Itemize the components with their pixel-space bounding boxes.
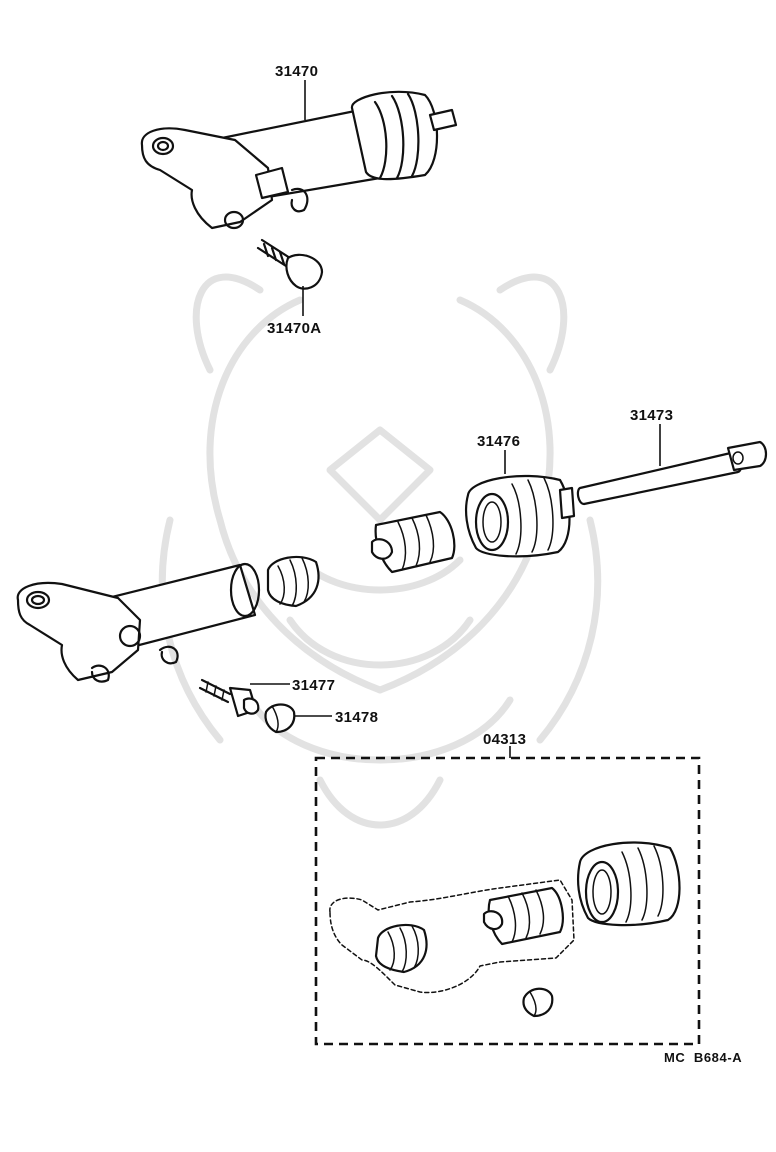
push-rod-part-31473 — [576, 440, 768, 506]
label-31478: 31478 — [335, 709, 378, 726]
label-31473: 31473 — [630, 407, 673, 424]
leader-lines — [250, 80, 661, 758]
cylinder-body-exploded — [16, 562, 261, 683]
cylinder-assembly-top — [140, 90, 458, 290]
drawing-code: MC B684-A — [664, 1050, 742, 1065]
label-04313: 04313 — [483, 731, 526, 748]
label-31470: 31470 — [275, 63, 318, 80]
bleeder-plug-part-31477 — [198, 678, 260, 718]
cup-spring-part — [266, 555, 320, 608]
repair-kit-box — [314, 756, 701, 1046]
label-31477: 31477 — [292, 677, 335, 694]
boot-part-31476 — [465, 474, 576, 558]
label-31470a: 31470A — [267, 320, 321, 337]
piston-part — [370, 510, 456, 574]
cap-part-31478 — [264, 703, 296, 734]
label-31476: 31476 — [477, 433, 520, 450]
